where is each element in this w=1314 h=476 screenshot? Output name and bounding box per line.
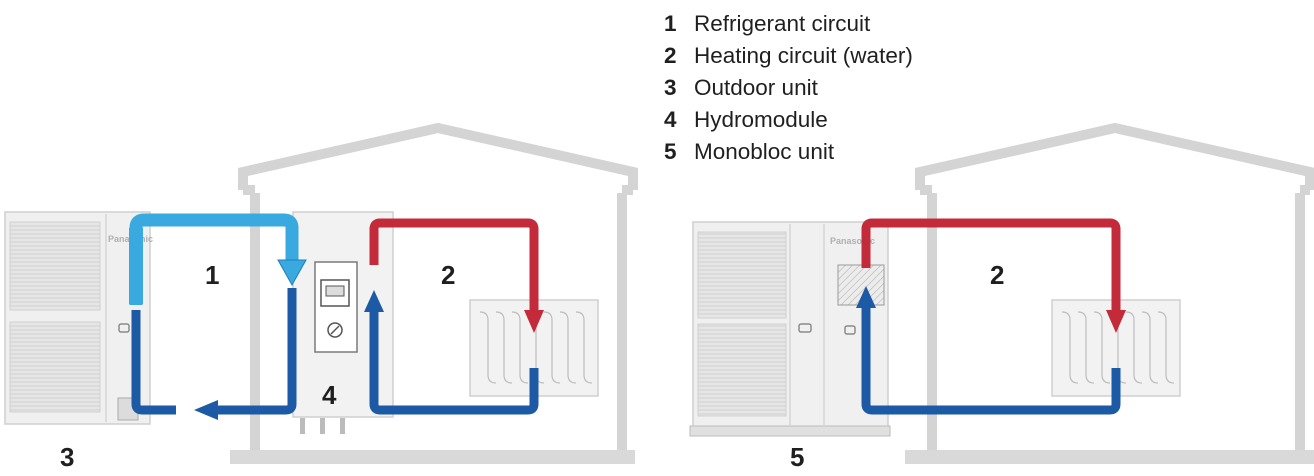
refrigerant-circuit (129, 213, 307, 305)
legend-item: 2 Heating circuit (water) (664, 40, 913, 72)
flow-arrow-down-red-right (1106, 310, 1126, 333)
flow-arrow-up-blue-right (856, 286, 876, 308)
legend-label: Outdoor unit (694, 75, 818, 100)
legend-item: 1 Refrigerant circuit (664, 8, 913, 40)
callout-heating-circuit-left: 2 (441, 260, 456, 290)
legend-label: Refrigerant circuit (694, 11, 871, 36)
legend-number: 1 (664, 11, 677, 36)
legend-label: Heating circuit (water) (694, 43, 913, 68)
flow-arrow-down-red (524, 310, 544, 333)
callout-hydromodule: 4 (322, 380, 337, 410)
legend-item: 5 Monobloc unit (664, 136, 913, 168)
callout-heating-circuit-right: 2 (990, 260, 1005, 290)
legend-item: 4 Hydromodule (664, 104, 913, 136)
flow-arrow-up-blue (364, 290, 384, 312)
legend-label: Monobloc unit (694, 139, 835, 164)
monobloc-unit: Panasonic (689, 221, 891, 437)
legend-number: 4 (664, 107, 677, 132)
legend: 1 Refrigerant circuit 2 Heating circuit (w… (664, 8, 913, 168)
legend-number: 2 (664, 43, 677, 68)
callout-monobloc-unit: 5 (790, 442, 805, 472)
legend-item: 3 Outdoor unit (664, 72, 913, 104)
refrigerant-return (131, 288, 297, 420)
monobloc-brand: Panasonic (830, 236, 875, 246)
callout-outdoor-unit: 3 (60, 442, 75, 472)
legend-number: 3 (664, 75, 677, 100)
legend-number: 5 (664, 139, 677, 164)
heating-circuit-left (364, 218, 544, 415)
house-outline-left (230, 122, 638, 464)
heating-circuit-right (856, 218, 1126, 415)
legend-label: Hydromodule (694, 107, 828, 132)
flow-arrow-left (194, 400, 218, 420)
callout-refrigerant-circuit: 1 (205, 260, 220, 290)
